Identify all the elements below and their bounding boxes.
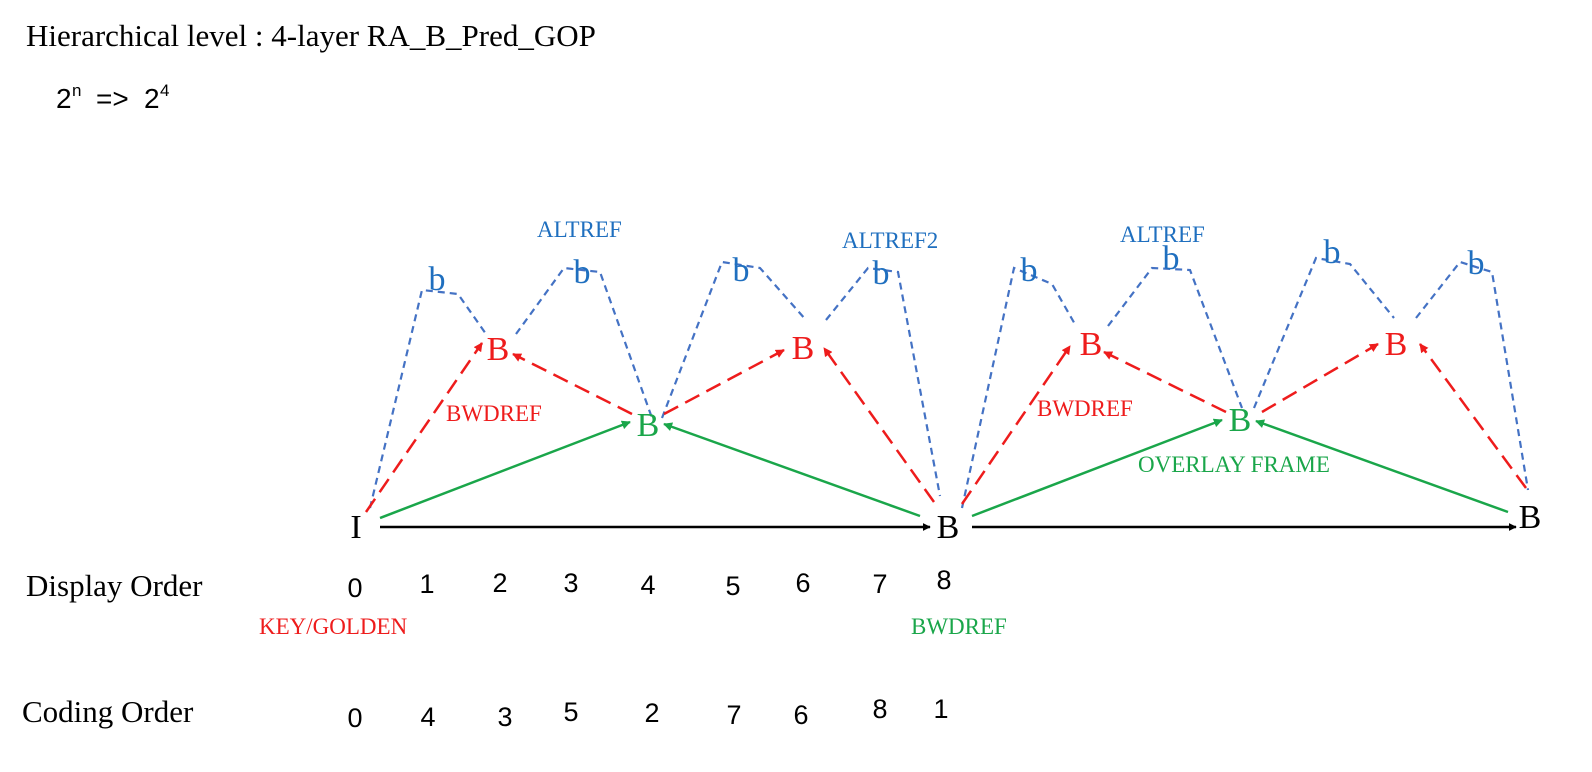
node-b10: B (1080, 326, 1103, 363)
node-b13: b (1324, 234, 1341, 271)
formula-exp-left: n (72, 81, 81, 100)
display-order-label: Display Order (26, 568, 203, 603)
label-altref2: ALTREF2 (842, 228, 938, 253)
display-order-value: 4 (640, 570, 655, 600)
green-arrow-i-to-b4 (379, 420, 631, 520)
display-order-value: 1 (419, 569, 434, 599)
dashed-line-group-6 (1107, 266, 1244, 409)
coding-order-label: Coding Order (22, 694, 194, 729)
coding-order-value: 5 (563, 697, 578, 727)
coding-order-value: 8 (872, 694, 887, 724)
coding-order-value: 0 (347, 703, 362, 733)
display-order-values: 0 1 2 3 4 5 6 7 8 (347, 565, 951, 603)
node-b2: B (487, 331, 510, 368)
red-arrow-i-to-b2 (364, 342, 484, 513)
coding-order-values: 0 4 3 5 2 7 6 8 1 (347, 694, 948, 733)
node-b8: B (937, 509, 960, 546)
dashed-line-group-4 (825, 266, 942, 497)
dashed-line-group-7 (1252, 256, 1395, 409)
red-arrow-b16-to-b14 (1418, 343, 1528, 489)
dashed-line-group-1 (368, 288, 487, 509)
display-order-value: 8 (936, 565, 951, 595)
node-i0: I (350, 509, 361, 546)
node-b5: b (733, 252, 750, 289)
formula-base-left: 2 (56, 83, 72, 114)
formula-exp-right: 4 (160, 81, 169, 100)
diagram-title: Hierarchical level : 4-layer RA_B_Pred_G… (26, 18, 596, 53)
green-arrow-b8-to-b12 (971, 418, 1223, 518)
coding-order-value: 7 (726, 700, 741, 730)
node-b1: b (429, 261, 446, 298)
coding-order-value: 6 (793, 700, 808, 730)
display-order-value: 2 (492, 568, 507, 598)
annotations: ALTREF ALTREF2 ALTREF BWDREF BWDREF OVER… (259, 217, 1330, 639)
display-order-value: 3 (563, 568, 578, 598)
node-b6: B (792, 330, 815, 367)
red-arrow-b4-to-b6 (663, 348, 785, 416)
dashed-line-group-3 (660, 260, 807, 419)
dashed-line-group-2 (515, 266, 654, 419)
node-b15: b (1468, 245, 1485, 282)
green-prediction-arrows (379, 418, 1509, 520)
red-arrow-b4-to-b2 (512, 352, 633, 416)
dashed-line-group-8 (1415, 260, 1530, 491)
coding-order-value: 4 (420, 702, 435, 732)
label-altref-right: ALTREF (1120, 222, 1205, 247)
coding-order-value: 2 (644, 698, 659, 728)
dashed-line-group-5 (960, 266, 1077, 509)
green-arrow-b8-to-b4 (663, 422, 921, 518)
coding-order-value: 3 (497, 702, 512, 732)
node-b12: B (1229, 402, 1252, 439)
formula-arrow: => (96, 83, 129, 114)
node-b11: b (1163, 240, 1180, 277)
red-arrow-b8-to-b6 (822, 347, 936, 503)
frame-nodes: I B B B B B B B B b b b b b b b b (350, 234, 1541, 546)
display-order-value: 6 (795, 568, 810, 598)
formula-base-right: 2 (144, 83, 160, 114)
label-bwdref-right: BWDREF (1037, 396, 1133, 421)
green-arrow-b16-to-b12 (1255, 419, 1509, 514)
layer-formula: 2 n => 2 4 (56, 81, 169, 114)
node-b7: b (873, 255, 890, 292)
label-bwdref-bottom: BWDREF (911, 614, 1007, 639)
red-arrow-b12-to-b14 (1261, 342, 1379, 414)
display-order-value: 5 (725, 571, 740, 601)
label-key-golden: KEY/GOLDEN (259, 614, 408, 639)
node-b3: b (574, 254, 591, 291)
hierarchy-dashed-lines (368, 256, 1530, 509)
node-b14: B (1385, 326, 1408, 363)
node-b4: B (637, 407, 660, 444)
label-overlay-frame: OVERLAY FRAME (1138, 452, 1330, 477)
coding-order-value: 1 (933, 694, 948, 724)
label-bwdref-left: BWDREF (446, 401, 542, 426)
node-b16: B (1519, 499, 1542, 536)
display-order-value: 7 (872, 569, 887, 599)
node-b9: b (1021, 252, 1038, 289)
red-prediction-arrows (364, 342, 1528, 513)
label-altref-left: ALTREF (537, 217, 622, 242)
display-order-value: 0 (347, 573, 362, 603)
red-arrow-b8-to-b10 (960, 345, 1072, 505)
